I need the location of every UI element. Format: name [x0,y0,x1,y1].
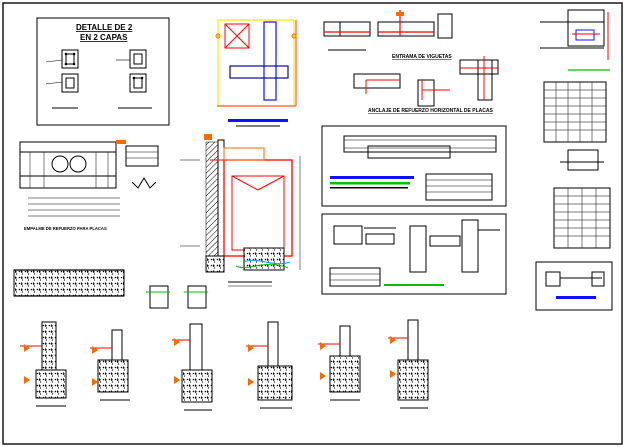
panel-beam-joints [321,213,507,295]
small-detail-bottom-right [535,261,613,311]
beam-detail-top: ENTRAMA DE VIGUETAS [323,10,453,60]
footing-5 [318,325,361,401]
bottom-left-caption: EMPALME DE REFUERZO PARA PLACAS [24,226,107,231]
detail-two-layers-panel: DETALLE DE 2 EN 2 CAPAS [36,17,170,126]
detail-title-line1: DETALLE DE 2 [76,23,133,32]
footing-1 [20,321,67,407]
top-right-section [540,9,610,71]
wall-elevation [180,134,301,287]
anclaje-sketches: ANCLAJE DE REFUERZO HORIZONTAL DE PLACAS [353,56,499,114]
footing-details-row [20,319,429,411]
footing-4 [246,321,293,409]
wall-footing-section [13,269,208,309]
anclaje-title: ANCLAJE DE REFUERZO HORIZONTAL DE PLACAS [368,108,493,114]
slab-section-left: EMPALME DE REFUERZO PARA PLACAS [19,140,159,231]
footing-6 [388,319,429,409]
table-top-right [543,81,607,143]
column-plan-yellow [215,19,297,127]
panel-horizontal-reinforcement [321,125,507,207]
footing-3 [172,323,213,411]
footing-2 [90,329,130,401]
table-mid-right [553,149,611,249]
detail-title-line2: EN 2 CAPAS [80,33,128,42]
empalme-title: ENTRAMA DE VIGUETAS [392,54,452,60]
